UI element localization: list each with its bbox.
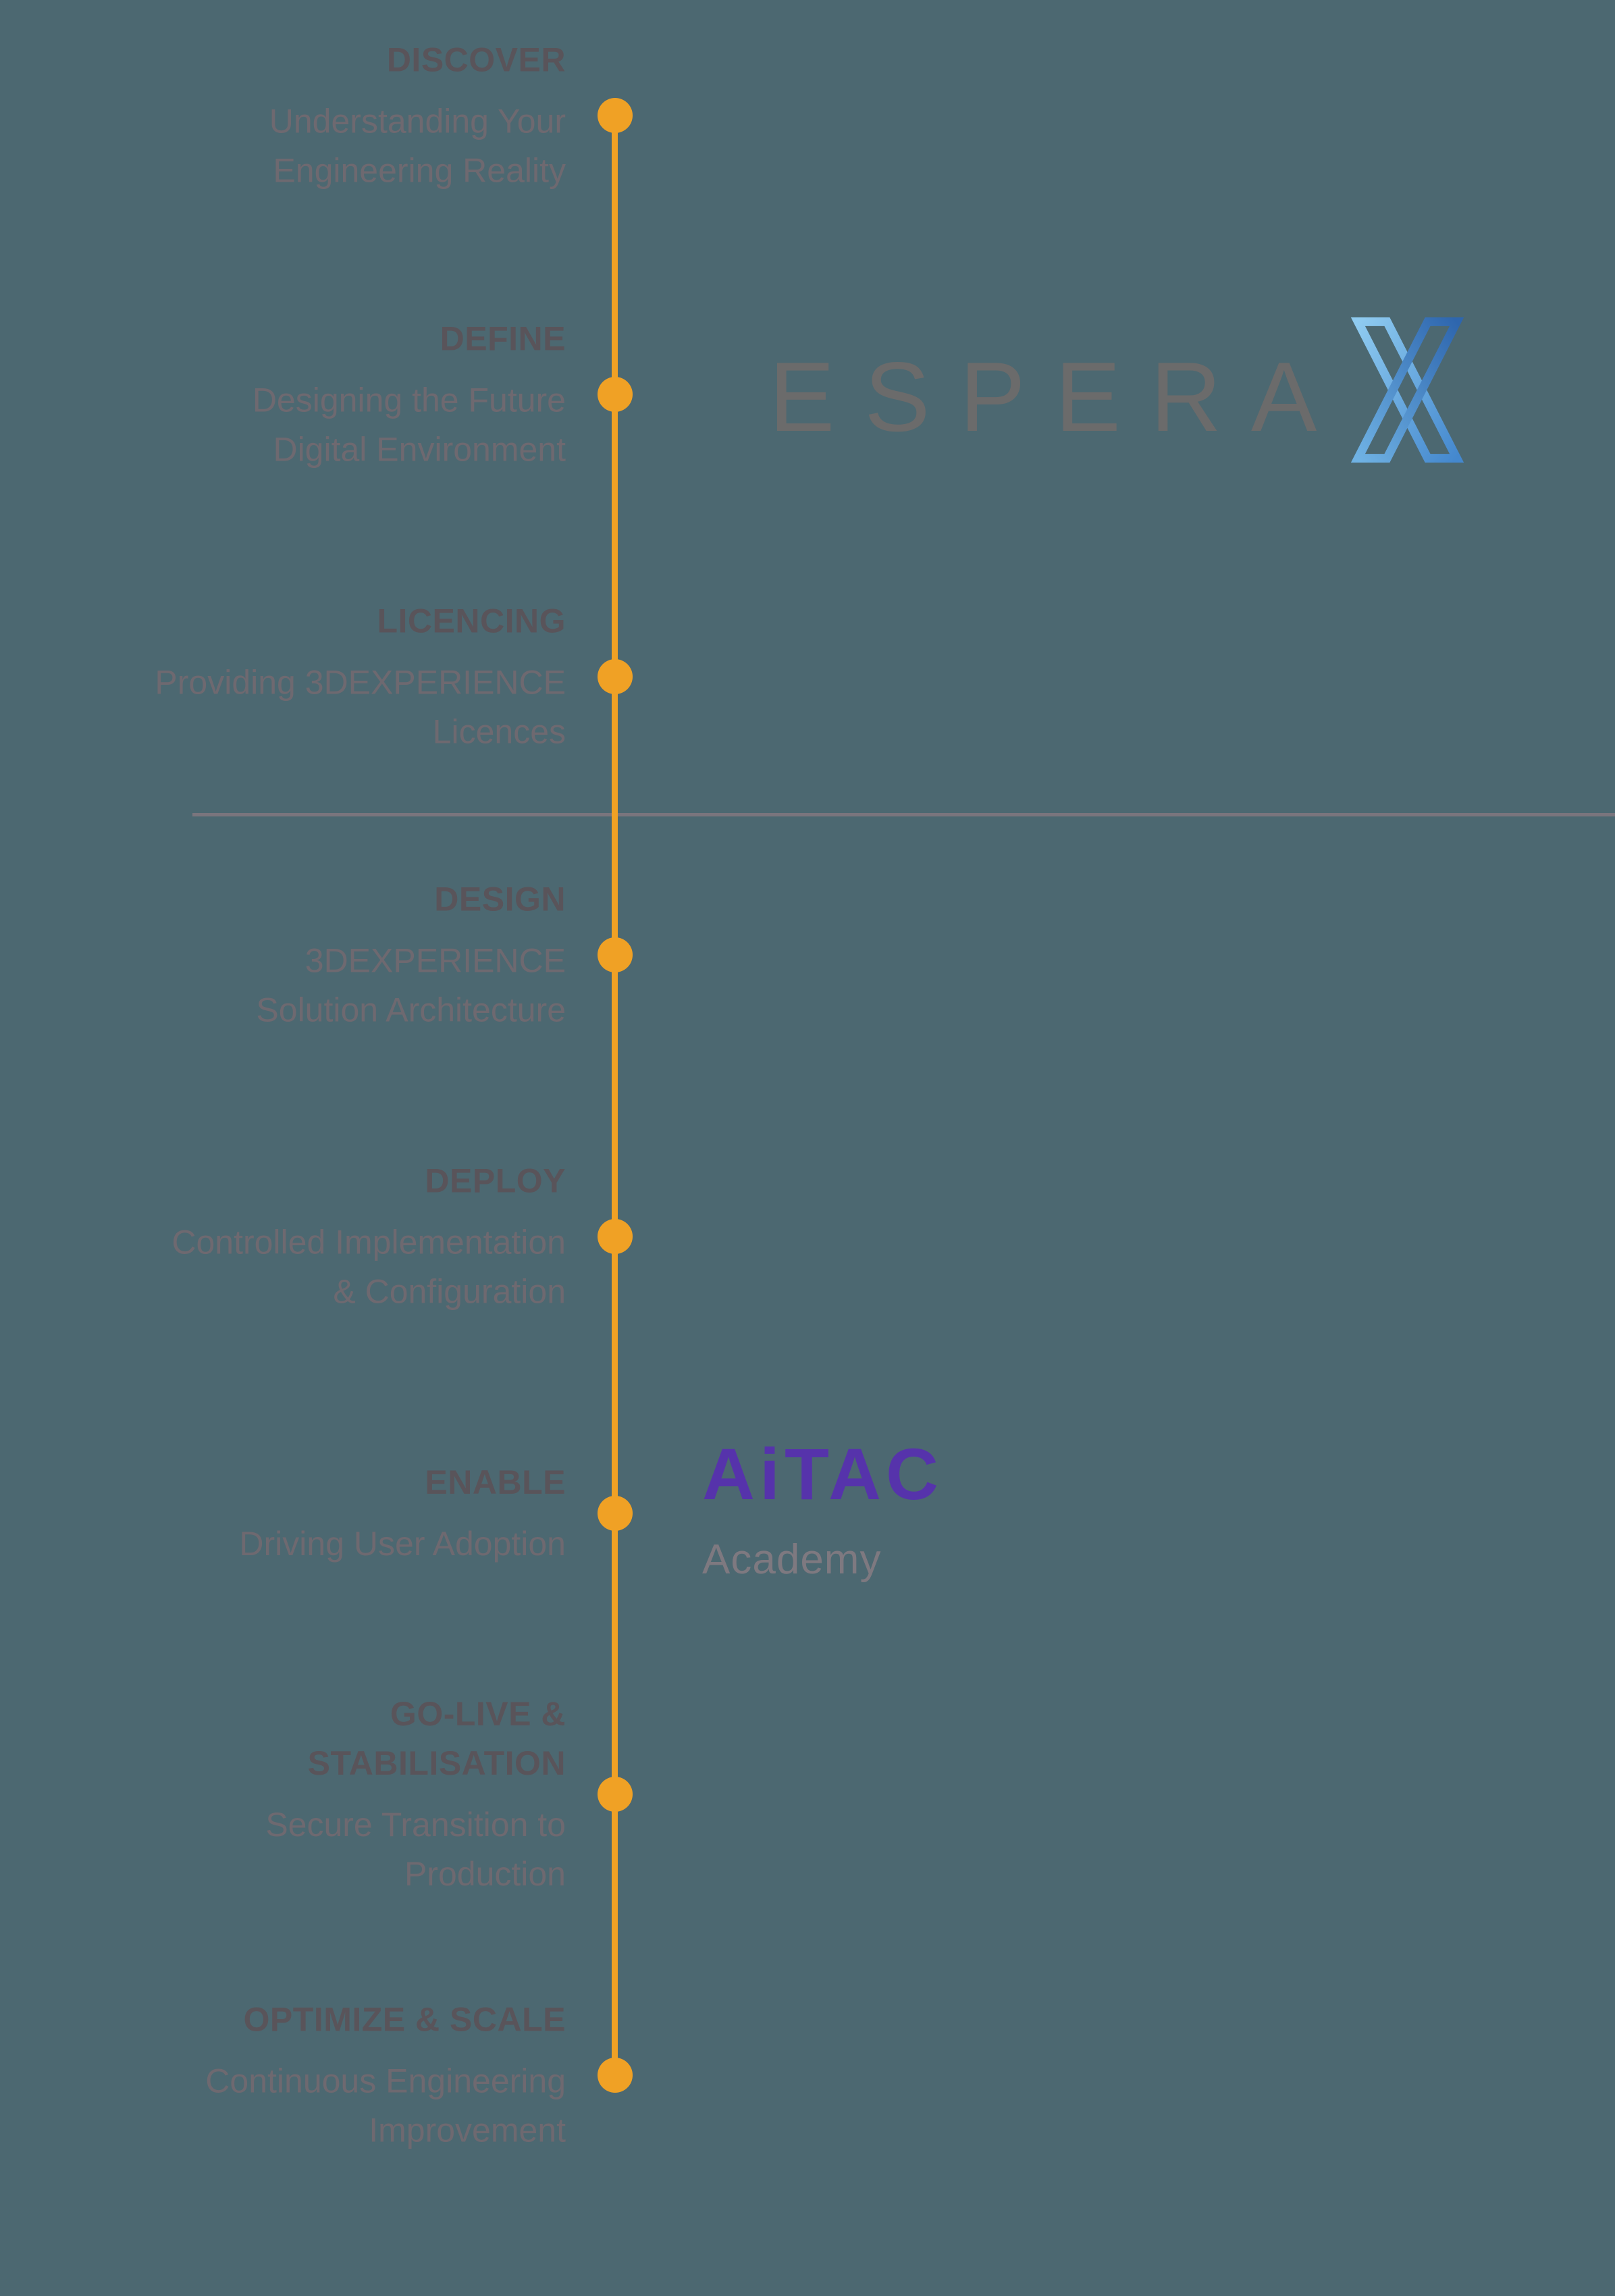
stage-description: Designing the Future Digital Environment: [252, 381, 566, 469]
stage-title: OPTIMIZE & SCALE: [243, 2000, 566, 2039]
stage-title: DISCOVER: [386, 41, 566, 79]
stage-description: Providing 3DEXPERIENCE Licences: [155, 663, 566, 751]
stage-title: DESIGN: [434, 880, 566, 918]
stage-description: 3DEXPERIENCE Solution Architecture: [256, 941, 566, 1029]
aitac-academy-label: Academy: [702, 1536, 882, 1583]
horizontal-divider: [192, 813, 1615, 816]
espera-logo-text: ESPERA: [769, 342, 1347, 452]
stage-description: Secure Transition to Production: [265, 1806, 566, 1893]
aitac-academy-logo: AiTAC Academy: [702, 1438, 943, 1581]
stage-description: Continuous Engineering Improvement: [205, 2062, 566, 2149]
stage-title: DEPLOY: [425, 1162, 566, 1200]
stage-deploy: DEPLOY Controlled Implementation & Confi…: [39, 1145, 566, 1329]
timeline-dot-deploy: [598, 1219, 633, 1254]
timeline-line: [612, 115, 618, 2075]
stage-description: Driving User Adoption: [239, 1525, 566, 1563]
stage-enable: ENABLE Driving User Adoption: [39, 1446, 566, 1581]
stage-licencing: LICENCING Providing 3DEXPERIENCE Licence…: [39, 585, 566, 769]
stage-title: LICENCING: [377, 602, 566, 640]
espera-x-icon: [1350, 317, 1464, 463]
timeline-dot-golive: [598, 1777, 633, 1812]
stage-description: Controlled Implementation & Configuratio…: [171, 1223, 566, 1311]
timeline-dot-optimize: [598, 2058, 633, 2093]
timeline-dot-licencing: [598, 659, 633, 694]
espera-logo: ESPERA: [769, 348, 1346, 446]
stage-define: DEFINE Designing the Future Digital Envi…: [39, 303, 566, 487]
stage-golive-stabilisation: GO-LIVE & STABILISATION Secure Transitio…: [39, 1677, 566, 1911]
stage-optimize-scale: OPTIMIZE & SCALE Continuous Engineering …: [39, 1983, 566, 2168]
stage-title: ENABLE: [425, 1463, 566, 1501]
timeline-dot-define: [598, 377, 633, 412]
timeline-dot-discover: [598, 98, 633, 133]
timeline-dot-design: [598, 937, 633, 972]
stage-title: DEFINE: [440, 319, 566, 358]
stage-discover: DISCOVER Understanding Your Engineering …: [39, 24, 566, 208]
stage-title: GO-LIVE & STABILISATION: [307, 1695, 566, 1782]
stage-description: Understanding Your Engineering Reality: [269, 102, 566, 190]
timeline-dot-enable: [598, 1496, 633, 1531]
aitac-logo-text: AiTAC: [702, 1433, 943, 1515]
stage-design: DESIGN 3DEXPERIENCE Solution Architectur…: [39, 863, 566, 1047]
